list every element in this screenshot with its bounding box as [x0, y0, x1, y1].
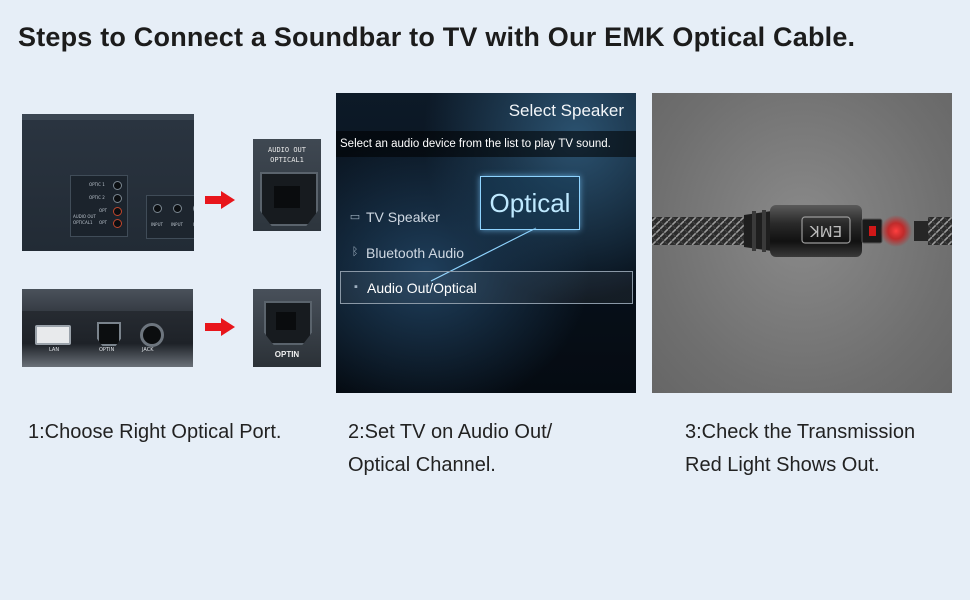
port-label: OPT: [99, 208, 108, 213]
port-label: INPUT: [151, 222, 163, 227]
monitor-icon: ▭: [349, 211, 361, 223]
caption-line: 3:Check the Transmission: [685, 421, 916, 443]
soundbar-image: LAN OPTIN JACK: [22, 289, 193, 367]
red-arrow-icon: [205, 318, 235, 336]
menu-item-label: Bluetooth Audio: [366, 245, 465, 261]
page-title: Steps to Connect a Soundbar to TV with O…: [18, 22, 856, 52]
step2-caption: 2:Set TV on Audio Out/ Optical Channel.: [348, 416, 552, 482]
tv-speaker-menu-screenshot: Select Speaker Select an audio device fr…: [336, 93, 636, 393]
caption-line: Red Light Shows Out.: [685, 454, 880, 476]
port-icon: [113, 194, 122, 203]
port-icon: [113, 181, 122, 190]
optical-highlight-callout: Optical: [480, 176, 580, 230]
port-label: IN: [193, 222, 194, 227]
port-icon: [113, 207, 122, 216]
optical-cable-photo: EMK: [652, 93, 952, 393]
port-label: OPTIC 2: [89, 195, 105, 200]
menu-item-audio-out-optical: ▪ Audio Out/Optical: [340, 271, 633, 304]
red-light-glow: [880, 215, 912, 247]
tv-optical-port-closeup: AUDIO OUT OPTICAL1: [253, 139, 321, 231]
closeup-label: OPTIN: [274, 350, 300, 359]
menu-item-label: TV Speaker: [366, 209, 440, 225]
callout-line: [430, 227, 537, 282]
port-label: OPTICAL1: [73, 220, 93, 225]
tv-input-panel: INPUT INPUT IN: [146, 195, 194, 239]
step1-caption: 1:Choose Right Optical Port.: [28, 421, 282, 443]
port-icon: [173, 204, 182, 213]
closeup-label: OPTICAL1: [270, 156, 304, 164]
port-label: INPUT: [171, 222, 183, 227]
port-label: AUDIO OUT: [73, 214, 96, 219]
port-label: OPTIC 1: [89, 182, 105, 187]
port-label: LAN: [49, 347, 60, 353]
optical-port-icon: [97, 322, 121, 346]
menu-item-bluetooth-audio: ᛒ Bluetooth Audio: [348, 245, 464, 261]
caption-line: 2:Set TV on Audio Out/: [348, 421, 553, 443]
port-label: JACK: [142, 347, 154, 353]
plug-brand-label: EMK: [809, 222, 842, 240]
menu-item-label: Audio Out/Optical: [367, 279, 477, 296]
tv-back-panel-image: OPTIC 1 OPTIC 2 AUDIO OUT OPTICAL1 OPT O…: [22, 114, 194, 251]
port-icon: [113, 219, 122, 228]
port-label: OPTIN: [99, 347, 115, 353]
tv-optical-port-panel: OPTIC 1 OPTIC 2 AUDIO OUT OPTICAL1 OPT O…: [70, 175, 128, 237]
bluetooth-icon: ᛒ: [351, 246, 359, 258]
usb-port-icon: [35, 325, 71, 345]
caption-line: Optical Channel.: [348, 454, 496, 476]
menu-item-tv-speaker: ▭ TV Speaker: [348, 209, 440, 225]
optical-port-icon: [260, 172, 318, 226]
closeup-label: AUDIO OUT: [268, 146, 306, 154]
optical-cable-illustration: EMK: [652, 205, 952, 257]
optical-port-icon: [264, 301, 312, 345]
menu-subtitle: Select an audio device from the list to …: [336, 131, 636, 157]
red-arrow-icon: [205, 191, 235, 209]
port-label: OPT: [99, 220, 108, 225]
audio-out-icon: ▪: [354, 280, 358, 293]
step3-caption: 3:Check the Transmission Red Light Shows…: [685, 416, 915, 482]
menu-title: Select Speaker: [508, 101, 624, 120]
port-icon: [153, 204, 162, 213]
soundbar-optical-port-closeup: OPTIN: [253, 289, 321, 367]
audio-jack-icon: [140, 323, 164, 347]
port-icon: [193, 204, 194, 213]
